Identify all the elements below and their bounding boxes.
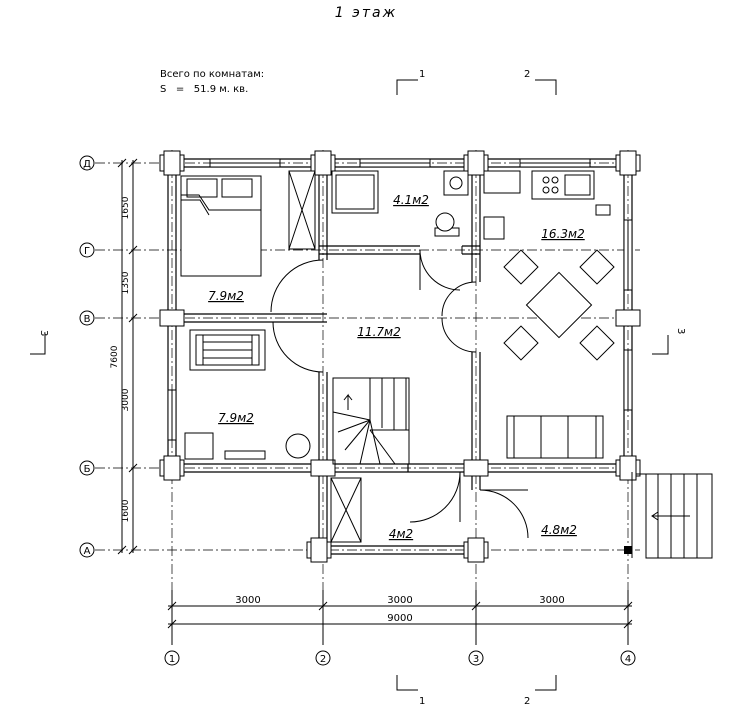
svg-text:2: 2 [320, 654, 326, 665]
axis-bubble-G: Г [79, 242, 95, 258]
crib [189, 329, 266, 371]
room-area-terrace: 4.8м2 [541, 523, 577, 537]
dim-3000-c: 3000 [539, 595, 564, 606]
dim-3000-b: 3000 [387, 595, 412, 606]
room-labels: 7.9м2 7.9м2 4.1м2 11.7м2 16.3м2 4м2 4.8м… [208, 193, 585, 541]
desk [224, 450, 266, 460]
svg-text:4: 4 [625, 654, 631, 665]
axis-bubble-B: Б [79, 460, 95, 476]
svg-text:1: 1 [419, 696, 425, 707]
svg-text:1: 1 [169, 654, 175, 665]
axis-bubble-D: Д [79, 155, 95, 171]
dim-9000: 9000 [387, 613, 412, 624]
room-area-bedroom-top: 7.9м2 [208, 289, 244, 303]
armchair [285, 433, 311, 459]
room-area-vestibule: 4м2 [389, 527, 413, 541]
svg-text:2: 2 [524, 69, 530, 80]
svg-text:3: 3 [38, 330, 49, 336]
room-area-bedroom-bottom: 7.9м2 [218, 411, 254, 425]
svg-text:В: В [84, 314, 91, 325]
section-mark-1-bottom: 1 [396, 675, 425, 707]
section-mark-3-left: 3 [30, 330, 49, 355]
dining-table [503, 249, 615, 361]
axis-bubble-1: 1 [164, 650, 180, 666]
svg-text:3: 3 [675, 328, 686, 334]
axis-bubble-4: 4 [620, 650, 636, 666]
dim-3000-a: 3000 [235, 595, 260, 606]
axis-bubble-V: В [79, 310, 95, 326]
svg-text:2: 2 [524, 696, 530, 707]
shower-cabin [331, 170, 379, 214]
svg-text:Г: Г [84, 246, 90, 257]
svg-text:3: 3 [473, 654, 479, 665]
staircase [332, 377, 410, 465]
doors [270, 246, 529, 539]
wardrobe-vestibule [330, 477, 362, 543]
room-area-hall: 11.7м2 [357, 325, 400, 339]
section-mark-1-top: 1 [396, 69, 425, 95]
axis-bubble-A: А [79, 542, 95, 558]
bed [180, 175, 262, 277]
sofa [506, 415, 604, 459]
svg-text:А: А [84, 546, 91, 557]
dim-3000-v: 3000 [121, 388, 131, 411]
wardrobe-upper [288, 170, 316, 250]
horizontal-dimensions: 3000 3000 3000 9000 [167, 590, 633, 645]
axis-bubble-3: 3 [468, 650, 484, 666]
summary-area: S = 51.9 м. кв. [160, 84, 248, 95]
room-area-bathroom: 4.1м2 [393, 193, 429, 207]
section-mark-3-right: 3 [652, 328, 686, 355]
dim-1650: 1650 [121, 196, 131, 219]
drawing-title: 1 этаж [335, 5, 397, 21]
svg-text:Д: Д [83, 159, 91, 170]
dim-1600: 1600 [121, 499, 131, 522]
log-corners [159, 150, 641, 563]
room-area-kitchen: 16.3м2 [541, 227, 584, 241]
terrace [631, 472, 713, 559]
dim-7600: 7600 [110, 345, 120, 368]
nightstand [184, 432, 214, 460]
svg-text:1: 1 [419, 69, 425, 80]
section-mark-2-bottom: 2 [524, 675, 557, 707]
axis-grid [95, 150, 640, 645]
washbasin [443, 170, 469, 196]
kitchen-counter [483, 170, 611, 240]
axis-bubble-2: 2 [315, 650, 331, 666]
windows [167, 158, 633, 441]
dim-1350: 1350 [121, 271, 131, 294]
svg-text:Б: Б [84, 464, 91, 475]
summary-caption: Всего по комнатам: [160, 69, 264, 80]
vertical-dimensions: 1650 1350 3000 1600 7600 [110, 158, 138, 555]
toilet [434, 212, 460, 237]
section-mark-2-top: 2 [524, 69, 557, 95]
